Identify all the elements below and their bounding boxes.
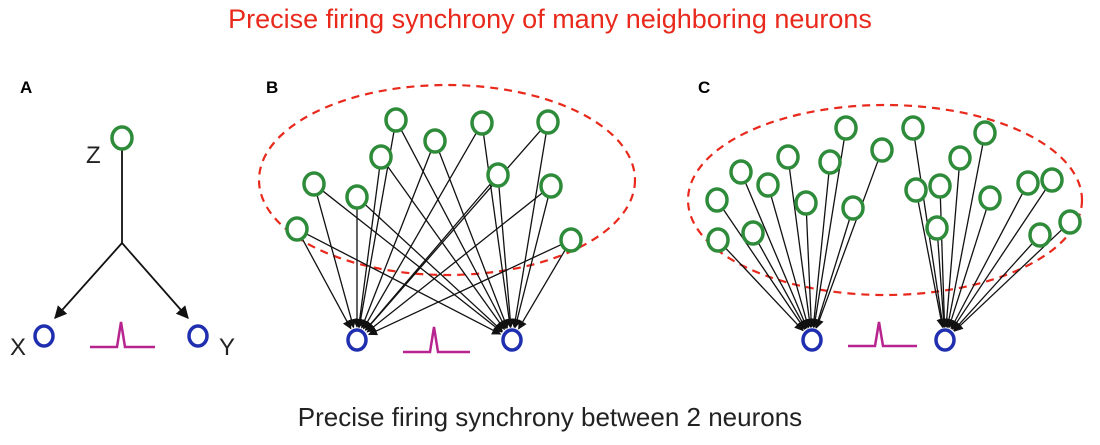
neuron-source — [928, 173, 952, 199]
projection-arrow — [362, 132, 478, 330]
neuron-source — [818, 149, 842, 175]
label-x: X — [10, 334, 26, 361]
projection-arrow — [367, 244, 562, 336]
projection-arrow — [813, 218, 851, 329]
neuron-source — [756, 172, 780, 198]
panel-b — [257, 83, 637, 354]
neuron-target-left — [346, 328, 368, 352]
projection-arrow — [809, 172, 830, 328]
neuron-source — [423, 128, 447, 154]
neuron-source — [470, 110, 494, 136]
projection-arrow — [306, 233, 502, 335]
top-title: Precise firing synchrony of many neighbo… — [228, 4, 872, 34]
projection-arrow — [951, 188, 1047, 330]
neuron-source — [841, 195, 865, 221]
panel-letter-b: B — [266, 78, 279, 97]
projection-arrow — [725, 247, 804, 332]
neuron-source — [1058, 209, 1082, 235]
projection-arrow — [937, 238, 949, 328]
spike-waveform-icon — [848, 321, 917, 348]
projection-arrow — [438, 151, 509, 329]
neuron-target-right — [934, 328, 956, 352]
neuron-source — [285, 216, 309, 242]
projection-arrow — [944, 143, 984, 329]
neuron-source — [741, 220, 765, 246]
neuron-target-right — [501, 328, 523, 352]
neuron-source — [834, 115, 858, 141]
neuron-x — [33, 324, 55, 348]
panel-letter-c: C — [698, 78, 711, 97]
projection-arrow — [805, 213, 816, 328]
panel-a: Z X Y — [10, 125, 235, 361]
projection-arrow — [355, 167, 381, 329]
neuron-source — [978, 185, 1002, 211]
projection-arrow — [917, 200, 946, 329]
projection-arrow — [815, 160, 879, 329]
neuron-source — [925, 215, 949, 241]
neuron-source — [345, 184, 369, 210]
label-z: Z — [86, 142, 101, 169]
projection-arrow — [953, 242, 1034, 332]
projection-arrow — [744, 181, 808, 329]
projection-arrow — [316, 194, 356, 329]
projection-arrow — [301, 238, 352, 330]
panel-c — [686, 103, 1084, 352]
neuron-source — [539, 173, 563, 199]
neuron-source — [776, 144, 800, 170]
projection-arrow — [364, 129, 542, 331]
projection-arrow — [942, 168, 960, 328]
projection-arrow — [366, 192, 543, 333]
projection-arrow — [810, 138, 845, 329]
bottom-title: Precise firing synchrony between 2 neuro… — [297, 402, 803, 432]
panel-letter-a: A — [20, 78, 33, 97]
projection-arrow — [770, 195, 811, 329]
projection-arrow — [788, 167, 814, 329]
neuron-source — [369, 144, 393, 170]
dashed-ellipse — [686, 103, 1084, 297]
neuron-source — [559, 227, 583, 253]
projection-arrow — [757, 242, 807, 330]
projection-arrow — [512, 196, 549, 329]
projection-arrow — [518, 249, 566, 330]
neuron-source — [794, 190, 818, 216]
projection-arrow — [722, 208, 806, 330]
spike-waveform-icon — [403, 326, 470, 354]
neuron-source — [948, 145, 972, 171]
neuron-source — [536, 109, 560, 135]
label-y: Y — [219, 334, 235, 361]
neuron-source — [302, 171, 326, 197]
projection-arrow — [498, 185, 515, 328]
projection-arrow — [510, 132, 547, 329]
projection-arrow — [950, 192, 1024, 330]
neuron-source — [486, 162, 510, 188]
projection-arrow — [947, 208, 988, 329]
neuron-source — [1028, 222, 1052, 248]
neuron-y — [187, 324, 209, 348]
projection-arrow — [364, 203, 504, 332]
neuron-z — [110, 125, 134, 151]
neuron-source — [1040, 167, 1064, 193]
arrow-z-to-x — [54, 242, 123, 319]
neuron-source — [1016, 170, 1040, 196]
neuron-source — [904, 177, 928, 203]
projection-arrow — [360, 151, 432, 329]
neuron-source — [973, 120, 997, 146]
arrow-z-to-y — [121, 242, 189, 319]
neuron-target-left — [801, 328, 823, 352]
projection-arrow — [482, 133, 514, 329]
neuron-source — [706, 227, 730, 253]
neuron-source — [729, 159, 753, 185]
projection-arrow — [386, 165, 505, 331]
spike-waveform-icon — [90, 321, 155, 349]
neuron-source — [384, 107, 408, 133]
dashed-ellipse — [257, 83, 637, 277]
neuron-source — [901, 115, 925, 141]
projection-arrow — [322, 190, 503, 333]
neuron-source — [870, 137, 894, 163]
neuron-source — [705, 187, 729, 213]
